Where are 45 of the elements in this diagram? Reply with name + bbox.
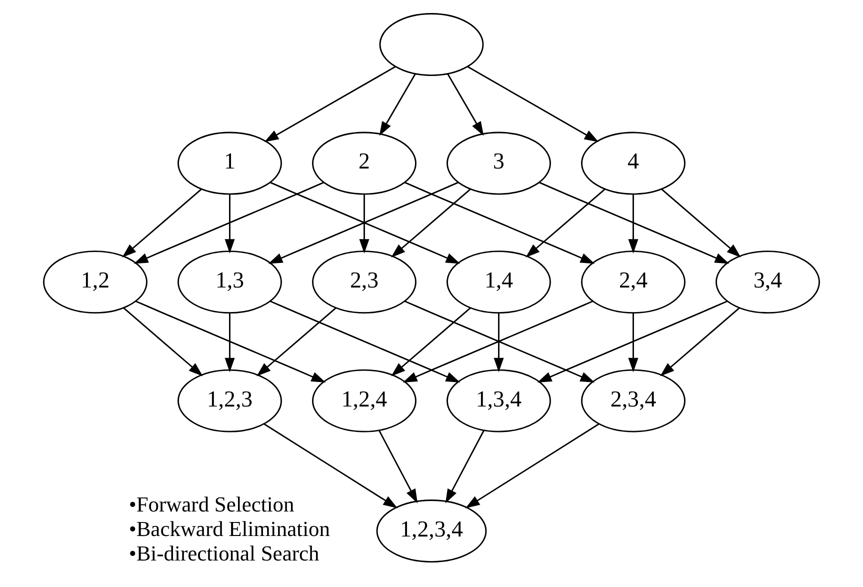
arrow — [359, 194, 370, 254]
node-ellipse — [379, 13, 484, 76]
arrow — [526, 188, 606, 258]
arrow — [628, 313, 638, 372]
node-ellipse: 1,2 — [43, 250, 148, 314]
arrow — [256, 308, 336, 376]
node-ellipse: 1,2,3,4 — [376, 500, 487, 562]
arrow — [660, 308, 740, 376]
arrow — [538, 182, 730, 264]
arrow — [661, 188, 741, 258]
arrow — [404, 182, 595, 264]
node-ellipse: 1,3 — [178, 250, 282, 314]
label: •Bi-directional Search — [128, 541, 320, 566]
arrow — [447, 74, 484, 136]
arrow — [494, 313, 504, 372]
arrow — [123, 308, 203, 376]
arrow — [270, 300, 460, 382]
arrow — [379, 74, 416, 136]
label: •Forward Selection — [128, 492, 294, 517]
arrow — [391, 188, 471, 258]
arrow — [135, 300, 326, 382]
arrow — [467, 66, 599, 142]
node-ellipse: 3 — [446, 132, 551, 195]
node-ellipse: 2,3,4 — [581, 369, 686, 432]
node-ellipse: 2,3 — [312, 250, 416, 314]
node-ellipse: 2,4 — [581, 250, 686, 314]
arrow — [391, 308, 471, 376]
arrow — [122, 188, 202, 258]
arrow — [445, 430, 484, 504]
node-ellipse: 1,2,3 — [178, 369, 282, 432]
node-ellipse: 2 — [312, 132, 416, 195]
arrow — [224, 194, 235, 254]
node-ellipse: 1,2,4 — [312, 369, 416, 432]
arrow — [264, 423, 398, 508]
label: •Backward Elimination — [128, 517, 330, 542]
arrow — [224, 313, 235, 372]
arrow — [628, 194, 638, 254]
arrow — [378, 430, 418, 504]
node-ellipse: 1,3,4 — [446, 369, 551, 432]
arrow — [264, 66, 396, 142]
arrow — [134, 182, 324, 264]
arrow — [465, 423, 600, 508]
arrow — [537, 300, 728, 382]
node-ellipse: 1,4 — [446, 250, 551, 314]
node-ellipse: 3,4 — [716, 250, 820, 314]
